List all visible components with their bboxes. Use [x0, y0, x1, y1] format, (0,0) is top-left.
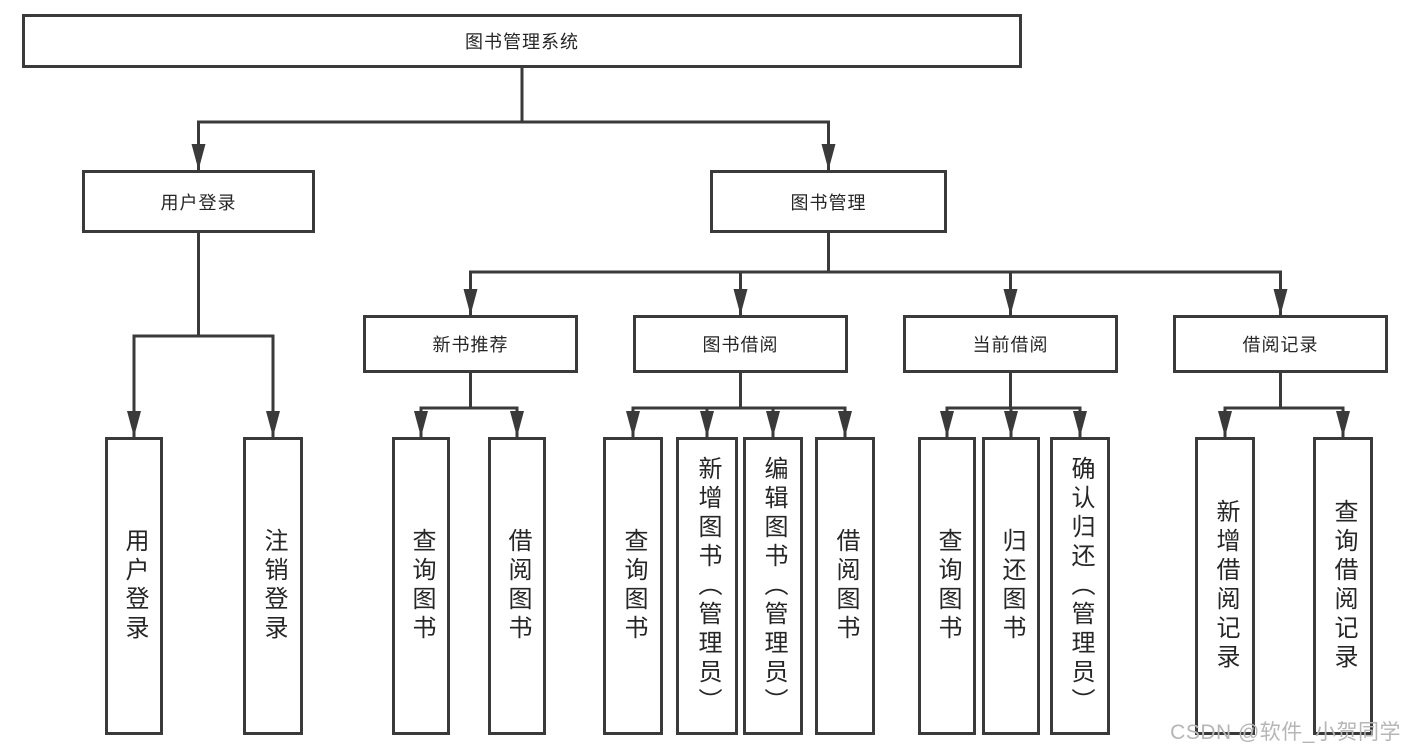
leaf-user-login: 用户登录 — [105, 437, 163, 735]
leaf-current-query-book: 查询图书 — [918, 437, 976, 735]
node-new-book-recommend: 新书推荐 — [363, 315, 578, 373]
leaf-record-add: 新增借阅记录 — [1195, 437, 1255, 735]
leaf-borrow-edit-book: 编辑图书（管理员） — [743, 437, 803, 735]
leaf-borrow-edit-book-label: 编辑图书（管理员） — [760, 455, 787, 717]
leaf-record-query-label: 查询借阅记录 — [1330, 499, 1357, 673]
leaf-borrow-query-book-label: 查询图书 — [620, 528, 647, 644]
leaf-borrow-borrow-book: 借阅图书 — [815, 437, 875, 735]
leaf-current-confirm-return-label: 确认归还（管理员） — [1067, 455, 1094, 717]
leaf-logout-label: 注销登录 — [260, 528, 287, 644]
leaf-borrow-query-book: 查询图书 — [603, 437, 663, 735]
leaf-borrow-borrow-book-label: 借阅图书 — [832, 528, 859, 644]
leaf-user-login-label: 用户登录 — [121, 528, 148, 644]
leaf-logout: 注销登录 — [243, 437, 303, 735]
node-user-login: 用户登录 — [82, 170, 315, 233]
node-current-borrow: 当前借阅 — [903, 315, 1118, 373]
leaf-current-confirm-return: 确认归还（管理员） — [1050, 437, 1110, 735]
leaf-current-return-book: 归还图书 — [982, 437, 1040, 735]
leaf-recommend-borrow-book: 借阅图书 — [488, 437, 546, 735]
node-book-borrow: 图书借阅 — [633, 315, 848, 373]
node-book-management: 图书管理 — [710, 170, 947, 233]
leaf-record-query: 查询借阅记录 — [1313, 437, 1373, 735]
leaf-borrow-add-book: 新增图书（管理员） — [676, 437, 738, 735]
node-root: 图书管理系统 — [22, 14, 1022, 68]
leaf-current-return-book-label: 归还图书 — [998, 528, 1025, 644]
leaf-record-add-label: 新增借阅记录 — [1212, 499, 1239, 673]
leaf-recommend-query-book-label: 查询图书 — [408, 528, 435, 644]
node-borrow-record: 借阅记录 — [1173, 315, 1388, 373]
leaf-current-query-book-label: 查询图书 — [934, 528, 961, 644]
leaf-borrow-add-book-label: 新增图书（管理员） — [694, 455, 721, 717]
leaf-recommend-query-book: 查询图书 — [392, 437, 450, 735]
leaf-recommend-borrow-book-label: 借阅图书 — [504, 528, 531, 644]
watermark: CSDN @软件_小贺同学 — [1170, 721, 1401, 744]
